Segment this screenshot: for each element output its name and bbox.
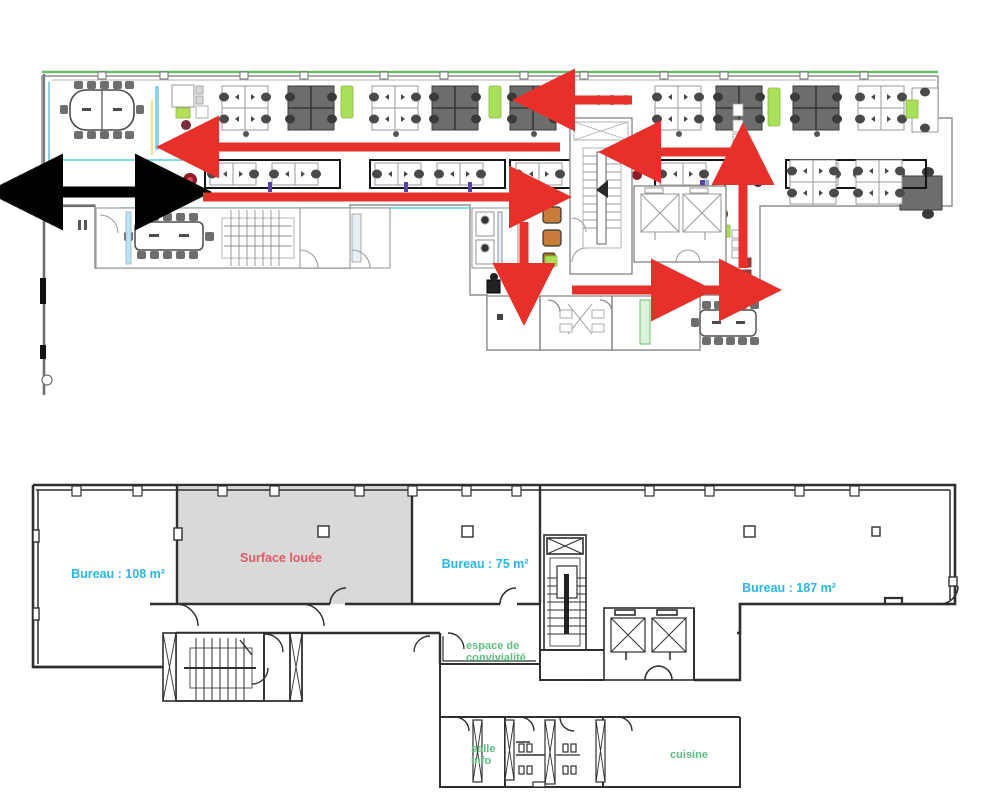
elevator-core	[633, 185, 727, 263]
bottom-right-rooms	[486, 295, 701, 351]
core-doors	[571, 217, 587, 263]
meeting-table-bottom-right	[691, 301, 759, 345]
label-cuisine: cuisine	[670, 749, 708, 761]
plant-markers-north	[340, 85, 781, 127]
lower-facade-mullions	[71, 485, 860, 497]
lower-surface-plan: Bureau : 108 m² Surface louée Bureau : 7…	[0, 430, 994, 800]
lower-columns	[32, 525, 958, 621]
circulation-arrows	[0, 68, 782, 326]
leased-surface-fill	[177, 487, 412, 604]
lower-elevator-core	[603, 607, 695, 681]
convivialite-door	[413, 635, 431, 653]
lower-plan-labels: Bureau : 108 m² Surface louée Bureau : 7…	[71, 551, 836, 767]
wc-fixtures	[472, 719, 606, 788]
lower-doors-left	[175, 603, 325, 685]
lower-plan-geometry: Bureau : 108 m² Surface louée Bureau : 7…	[31, 483, 959, 788]
meeting-table-top-left	[60, 81, 144, 139]
east-wing-desks	[786, 159, 906, 205]
label-salle-info-line1: salle	[471, 743, 495, 755]
bottom-rooms-doors	[454, 716, 633, 732]
small-service-rooms	[299, 207, 391, 269]
right-wing-lower-wall	[738, 596, 950, 633]
south-desk-seats-left	[206, 162, 487, 186]
column-markers-north	[243, 131, 820, 137]
room-espace-convivialite	[439, 632, 740, 718]
lower-stair-core	[543, 534, 587, 651]
open-space-north-desks	[218, 85, 908, 131]
convivialite-inner-wall	[442, 636, 536, 662]
label-bureau-187: Bureau : 187 m²	[742, 581, 836, 595]
upper-plan-geometry	[0, 68, 953, 395]
upper-furnished-plan	[0, 68, 953, 395]
label-espace-convivialite-line1: espace de	[466, 640, 519, 652]
lower-hall-right-of-stair	[176, 632, 440, 702]
label-salle-info-line2: info	[471, 755, 491, 767]
lower-left-stair	[162, 632, 265, 702]
lower-core-envelope	[539, 604, 604, 681]
far-right-desk-cluster	[884, 87, 943, 219]
label-bureau-75: Bureau : 75 m²	[442, 557, 529, 571]
lower-doors	[329, 585, 959, 605]
label-bureau-108: Bureau : 108 m²	[71, 567, 165, 581]
label-espace-convivialite-line2: convivialité	[466, 652, 526, 664]
stair-core	[569, 117, 633, 275]
wc-service-block	[471, 207, 519, 269]
storage-unit-top-left	[171, 84, 209, 130]
storage-grid-block	[221, 210, 295, 266]
green-panel-bottom	[639, 299, 651, 345]
label-surface-louee: Surface louée	[240, 551, 322, 565]
